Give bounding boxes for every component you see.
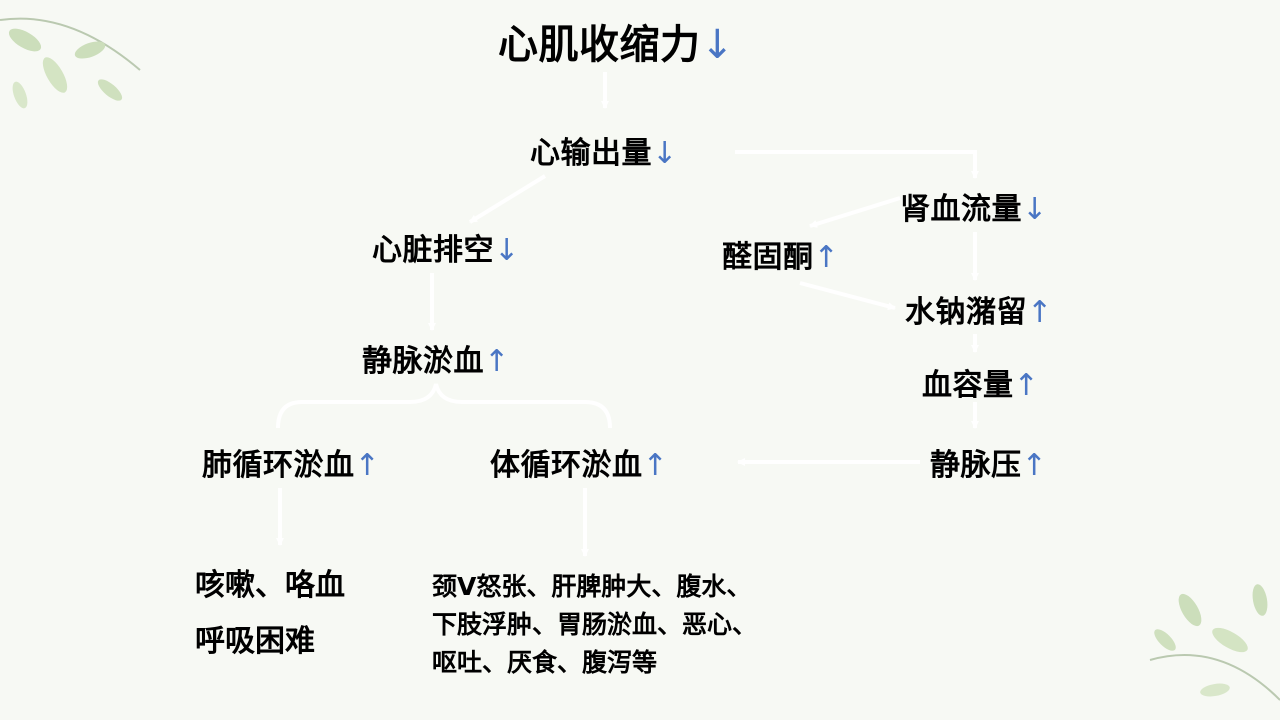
arrow-up-icon: ↑ — [813, 240, 840, 275]
node-venous-pressure: 静脉压↑ — [930, 448, 1048, 483]
arrow-renal-to-aldosterone — [809, 196, 901, 228]
arrow-up-icon: ↑ — [1013, 368, 1040, 403]
symptom-line: 咳嗽、咯血 — [195, 568, 345, 603]
node-renal-blood-flow: 肾血流量↓ — [900, 192, 1048, 227]
arrow-up-icon: ↑ — [484, 344, 510, 379]
pulmonary-symptoms: 咳嗽、咯血 呼吸困难 — [195, 558, 345, 670]
symptom-line: 呕吐、厌食、腹泻等 — [432, 648, 658, 677]
symptom-line: 颈V怒张、肝脾肿大、腹水、 — [432, 572, 752, 601]
node-venous-congestion: 静脉淤血↑ — [362, 344, 510, 379]
node-cardiac-output: 心输出量↓ — [530, 136, 678, 171]
arrow-down-icon: ↓ — [700, 22, 735, 68]
node-blood-volume: 血容量↑ — [922, 368, 1040, 403]
systemic-symptoms: 颈V怒张、肝脾肿大、腹水、 下肢浮肿、胃肠淤血、恶心、 呕吐、厌食、腹泻等 — [432, 568, 757, 682]
arrow-up-icon: ↑ — [354, 448, 381, 483]
node-aldosterone: 醛固酮↑ — [722, 240, 840, 275]
node-water-sodium-retention: 水钠潴留↑ — [905, 295, 1053, 330]
arrow-down-icon: ↓ — [494, 233, 520, 268]
node-cardiac-emptying: 心脏排空↓ — [372, 233, 520, 268]
arrow-down-icon: ↓ — [652, 136, 678, 171]
arrow-up-icon: ↑ — [1021, 448, 1048, 483]
brace-venous-congestion — [276, 383, 612, 429]
leaf-decoration-top-left — [0, 17, 141, 109]
arrow-up-icon: ↑ — [1027, 295, 1053, 330]
arrow-aldosterone-to-retention — [799, 281, 896, 311]
node-pulmonary-congestion: 肺循环淤血↑ — [202, 448, 381, 483]
node-systemic-congestion: 体循环淤血↑ — [490, 448, 669, 483]
arrow-up-icon: ↑ — [642, 448, 669, 483]
node-myocardial-contractility: 心肌收缩力↓ — [498, 22, 735, 68]
leaf-decoration-bottom-right — [1149, 584, 1280, 701]
arrow-down-icon: ↓ — [1022, 192, 1048, 227]
symptom-line: 下肢浮肿、胃肠淤血、恶心、 — [432, 610, 758, 639]
arrow-output-to-emptying — [468, 174, 547, 224]
arrow-output-to-renal — [735, 150, 979, 179]
symptom-line: 呼吸困难 — [195, 624, 315, 659]
